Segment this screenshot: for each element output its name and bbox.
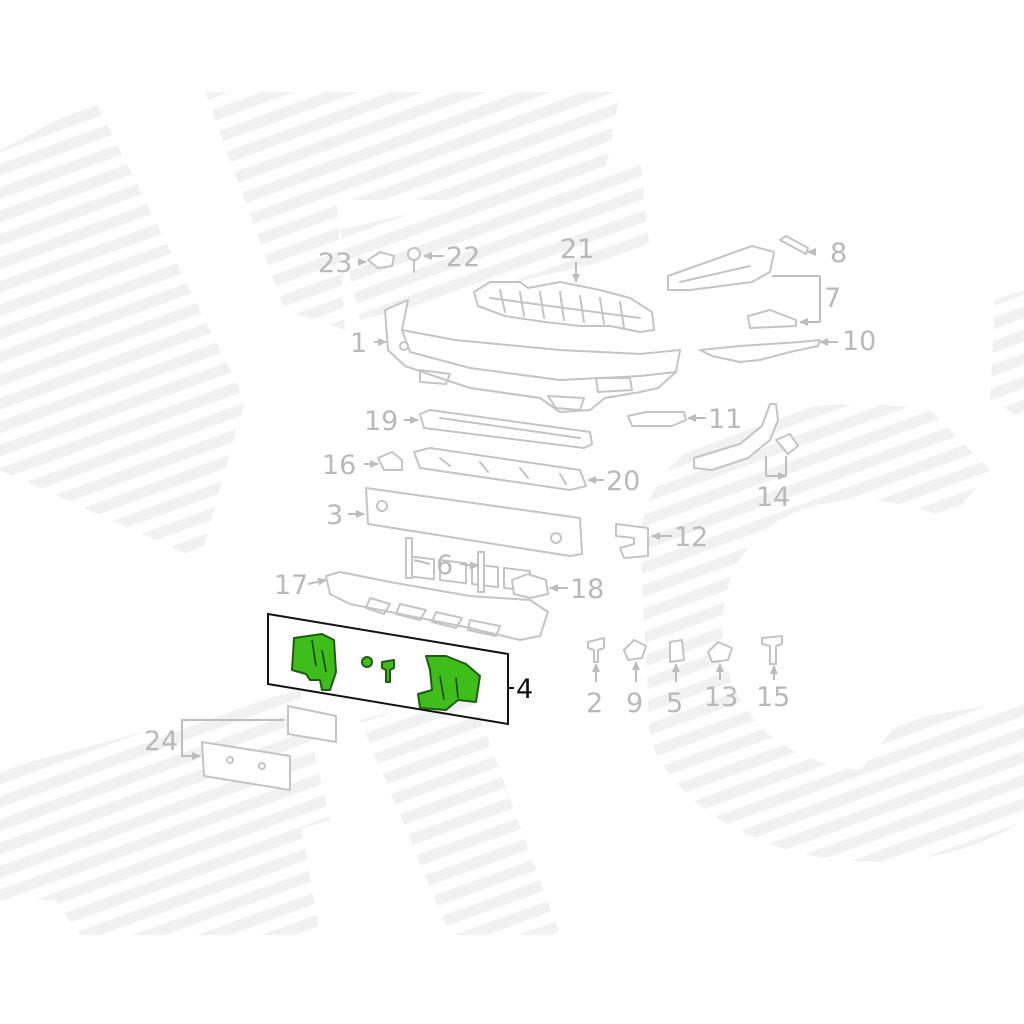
label-12: 12 <box>674 522 708 553</box>
part-4-outline-box <box>267 612 509 726</box>
part-18 <box>511 573 549 599</box>
label-11: 11 <box>708 404 742 435</box>
part-15-push-pin <box>761 635 783 665</box>
part-13-nut <box>707 641 733 663</box>
label-23: 23 <box>318 248 352 279</box>
watermark <box>0 92 1024 935</box>
part-5-clip <box>669 639 685 663</box>
label-1: 1 <box>350 328 367 359</box>
label-17: 17 <box>274 570 308 601</box>
part-10-trim <box>699 339 821 363</box>
label-19: 19 <box>364 406 398 437</box>
part-4-clip <box>361 656 373 668</box>
part-11 <box>627 411 687 427</box>
part-8 <box>779 235 809 255</box>
label-14: 14 <box>756 482 790 513</box>
label-8: 8 <box>830 238 847 269</box>
label-13: 13 <box>704 682 738 713</box>
part-14-side-trim <box>693 403 799 471</box>
part-7 <box>667 245 797 329</box>
part-4-right-bracket <box>417 655 481 711</box>
callout-labels: 23 22 21 8 7 10 1 19 11 16 20 14 3 12 6 … <box>144 234 876 757</box>
label-9: 9 <box>626 688 643 719</box>
part-4-screw <box>381 659 395 683</box>
label-20: 20 <box>606 466 640 497</box>
part-22-screw <box>407 247 421 273</box>
label-15: 15 <box>756 682 790 713</box>
part-2-screw <box>587 637 605 663</box>
label-7: 7 <box>824 283 841 314</box>
leader-lines <box>181 248 838 756</box>
label-3: 3 <box>326 500 343 531</box>
part-20 <box>413 447 587 491</box>
part-9-nut <box>623 639 647 661</box>
label-6: 6 <box>436 550 453 581</box>
label-2: 2 <box>586 688 603 719</box>
part-12-bracket <box>615 523 649 559</box>
part-19-strip <box>419 409 593 449</box>
label-5: 5 <box>666 688 683 719</box>
part-3-beam <box>365 487 583 593</box>
label-10: 10 <box>842 326 876 357</box>
part-16-bracket <box>377 451 403 471</box>
part-17-skid <box>325 571 549 641</box>
part-1-bumper <box>384 299 681 413</box>
label-21: 21 <box>560 234 594 265</box>
part-21-grille <box>473 281 655 333</box>
part-23-clip <box>367 251 395 269</box>
part-4-group <box>267 612 509 726</box>
label-4: 4 <box>516 674 533 705</box>
label-22: 22 <box>446 242 480 273</box>
label-18: 18 <box>570 574 604 605</box>
part-4-left-bracket <box>291 633 337 691</box>
label-16: 16 <box>322 450 356 481</box>
label-24: 24 <box>144 726 178 757</box>
